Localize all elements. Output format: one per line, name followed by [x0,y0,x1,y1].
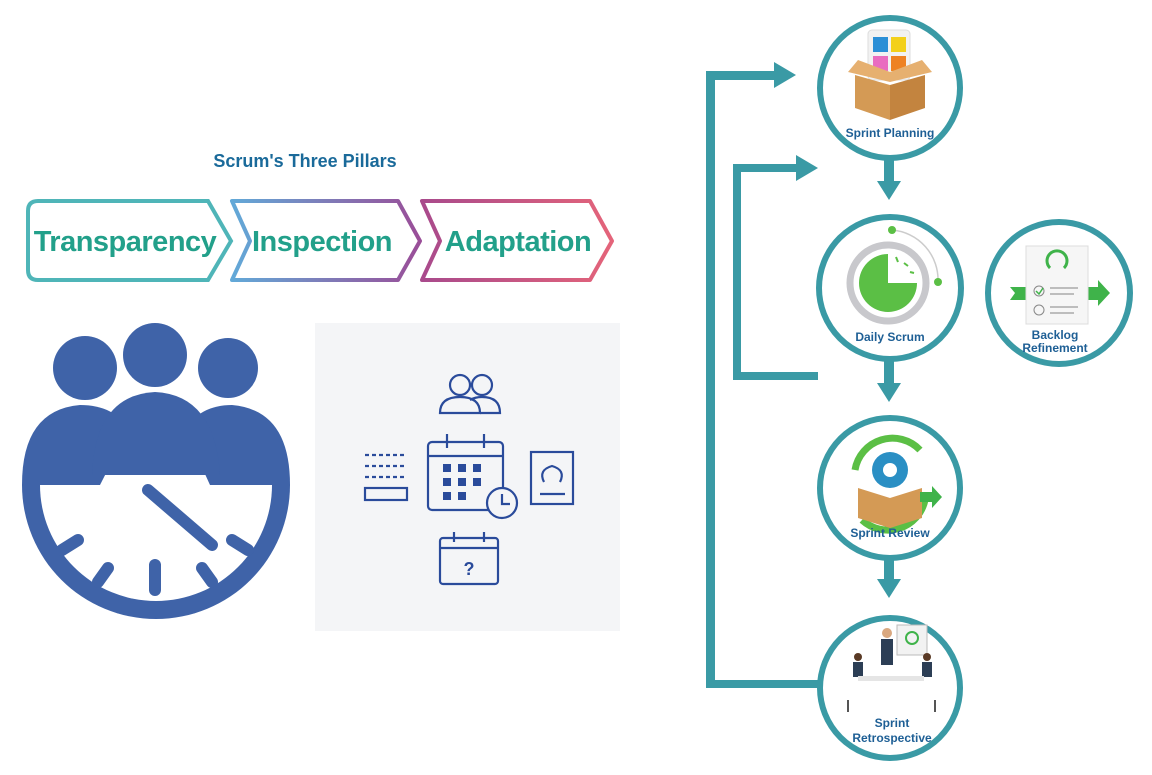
team-icon [438,373,502,415]
backlog-refinement-label-line1: Backlog [1032,328,1079,342]
team-meeting-icon [847,624,936,712]
down-arrow-3 [877,579,901,598]
pillar-inspection-shape [230,199,422,282]
backlog-list-icon [363,453,409,502]
sprint-review-label: Sprint Review [850,526,930,540]
outer-loop-line [706,71,715,688]
daily-scrum-label: Daily Scrum [855,330,924,344]
pillar-adaptation-shape [420,199,614,282]
arrow-to-sprint-planning [774,62,796,88]
pillar-adaptation: Adaptation [445,226,591,258]
box-with-notes-icon [848,29,932,120]
inner-loop-line [733,164,741,380]
pillars-title: Scrum's Three Pillars [213,151,396,171]
pillar-transparency: Transparency [34,226,217,258]
pillar-inspection: Inspection [252,226,392,258]
down-arrow-2 [877,383,901,402]
sprint-retrospective-label-line2: Retrospective [852,731,932,745]
increment-icon [529,450,575,506]
sprint-retrospective-label-line1: Sprint [875,716,910,730]
review-gear-box-icon [851,434,942,534]
pillar-transparency-shape [26,199,234,282]
artifact-icons [363,373,575,586]
sprint-calendar-icon [426,434,519,520]
sprint-planning-label: Sprint Planning [846,126,935,140]
backlog-document-icon [1010,245,1110,325]
question-mark: ? [464,559,475,579]
down-arrow-1 [877,181,901,200]
backlog-refinement-label-line2: Refinement [1022,341,1087,355]
flow-arrows [706,62,901,688]
team-clock-icon [22,323,290,619]
arrow-to-daily-scrum [796,155,818,181]
timer-icon [846,226,942,325]
calendar-question-icon [438,532,500,586]
